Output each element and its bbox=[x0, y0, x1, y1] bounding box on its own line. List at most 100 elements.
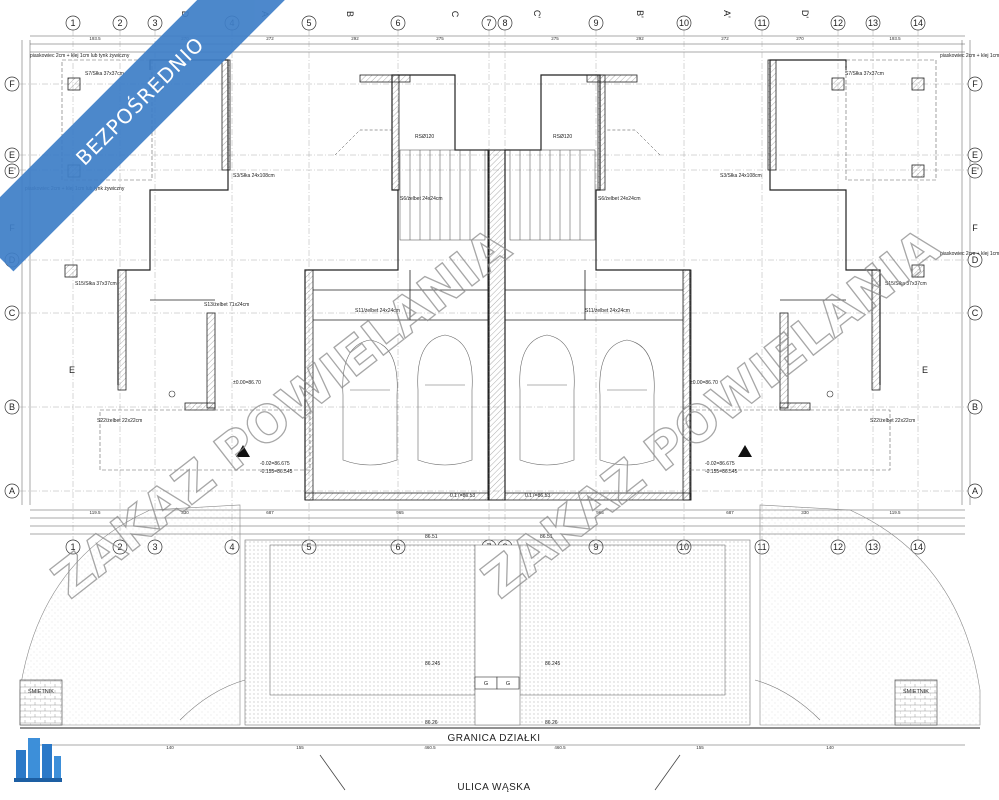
svg-text:2: 2 bbox=[117, 18, 122, 28]
svg-text:C: C bbox=[450, 11, 460, 18]
note-column-s15-left: S15/Słka 37x37cm bbox=[75, 281, 117, 287]
note-rs-right: RSØ120 bbox=[553, 134, 572, 140]
svg-text:6: 6 bbox=[395, 18, 400, 28]
note-column-s6-right: S6/żelbet 24x24cm bbox=[598, 196, 641, 202]
svg-text:F: F bbox=[972, 223, 978, 233]
svg-text:B: B bbox=[345, 11, 355, 17]
staircases bbox=[334, 129, 661, 241]
svg-text:292: 292 bbox=[636, 36, 644, 41]
svg-text:7: 7 bbox=[486, 18, 491, 28]
note-paving-level-left: 86.245 bbox=[425, 661, 441, 667]
gate-label-left: G bbox=[484, 681, 488, 687]
note-zero-right: ±0.00=86.70 bbox=[690, 380, 718, 386]
svg-text:E: E bbox=[9, 150, 15, 160]
svg-text:140: 140 bbox=[166, 745, 174, 750]
note-column-s11-right: S11/żelbet 24x24cm bbox=[585, 308, 630, 314]
garage-cars bbox=[342, 334, 655, 466]
note-threshold-left: 86.51 bbox=[425, 534, 438, 540]
svg-text:272: 272 bbox=[721, 36, 729, 41]
trash-label-right: ŚMIETNIK bbox=[903, 687, 929, 695]
note-zero-left: ±0.00=86.70 bbox=[233, 380, 261, 386]
note-column-s7-right: S7/Słka 37x37cm bbox=[845, 71, 884, 77]
note-level-center-right: 0.17=86.53 bbox=[525, 493, 550, 499]
note-edge-level-right: 86.26 bbox=[545, 720, 558, 726]
svg-text:E: E bbox=[972, 150, 978, 160]
svg-text:14: 14 bbox=[913, 18, 923, 28]
svg-text:C: C bbox=[9, 308, 16, 318]
note-paving-level-right: 86.245 bbox=[545, 661, 561, 667]
svg-text:E: E bbox=[69, 365, 75, 375]
svg-text:460.5: 460.5 bbox=[424, 745, 436, 750]
note-column-s6-left: S6/żelbet 24x24cm bbox=[400, 196, 443, 202]
note-column-s22-left: S22/żelbet 22x22cm bbox=[97, 418, 142, 424]
terrace-outlines bbox=[61, 59, 937, 471]
note-rs-left: RSØ120 bbox=[415, 134, 434, 140]
svg-text:C: C bbox=[972, 308, 979, 318]
svg-text:292: 292 bbox=[351, 36, 359, 41]
svg-text:10: 10 bbox=[679, 18, 689, 28]
svg-text:F: F bbox=[9, 79, 15, 89]
svg-text:460.5: 460.5 bbox=[554, 745, 566, 750]
svg-text:155: 155 bbox=[696, 745, 704, 750]
note-column-s3-right: S3/Słka 24x108cm bbox=[720, 173, 762, 179]
gate-label-right: G bbox=[506, 681, 510, 687]
svg-text:12: 12 bbox=[833, 18, 843, 28]
svg-text:D': D' bbox=[800, 10, 810, 18]
svg-text:F: F bbox=[972, 79, 978, 89]
svg-text:965: 965 bbox=[596, 510, 604, 515]
note-edge-level-left: 86.26 bbox=[425, 720, 438, 726]
note-threshold-right: 86.51 bbox=[540, 534, 553, 540]
entrance-marker-left bbox=[236, 445, 250, 457]
svg-text:140: 140 bbox=[826, 745, 834, 750]
svg-text:193.5: 193.5 bbox=[889, 36, 901, 41]
svg-text:9: 9 bbox=[593, 18, 598, 28]
note-column-s7-left: S7/Słka 37x37cm bbox=[85, 71, 124, 77]
svg-text:A: A bbox=[972, 486, 978, 496]
svg-text:5: 5 bbox=[306, 18, 311, 28]
svg-text:1: 1 bbox=[70, 542, 75, 552]
note-level-right: -0.02=86.675 bbox=[705, 461, 735, 467]
note-render-right-2: piaskowiec 2cm + klej 1cm lub tynk żywic… bbox=[940, 251, 999, 257]
svg-text:B: B bbox=[9, 402, 15, 412]
svg-text:14: 14 bbox=[913, 542, 923, 552]
company-logo bbox=[14, 738, 62, 782]
svg-text:119.5: 119.5 bbox=[890, 510, 901, 515]
trash-label-left: ŚMIETNIK bbox=[28, 687, 54, 695]
svg-text:A': A' bbox=[722, 10, 732, 18]
note-column-s15-right: S15/Słka 37x37cm bbox=[885, 281, 927, 287]
svg-text:E': E' bbox=[8, 166, 16, 176]
svg-text:275: 275 bbox=[551, 36, 559, 41]
svg-text:330: 330 bbox=[181, 510, 189, 515]
svg-text:687: 687 bbox=[726, 510, 734, 515]
note-column-s11-left: S11/żelbet 24x24cm bbox=[355, 308, 400, 314]
svg-text:E': E' bbox=[971, 166, 979, 176]
svg-text:8: 8 bbox=[502, 18, 507, 28]
note-column-s13-left: S13/żelbet 71x24cm bbox=[204, 302, 249, 308]
svg-text:119.5: 119.5 bbox=[90, 510, 101, 515]
svg-text:330: 330 bbox=[801, 510, 809, 515]
svg-text:193.5: 193.5 bbox=[89, 36, 101, 41]
note-column-s22-right: S22/żelbet 22x22cm bbox=[870, 418, 915, 424]
svg-text:965: 965 bbox=[396, 510, 404, 515]
site-paving bbox=[19, 504, 981, 791]
svg-text:687: 687 bbox=[266, 510, 274, 515]
svg-text:11: 11 bbox=[757, 18, 766, 28]
note-render-right: piaskowiec 2cm + klej 1cm lub tynk żywic… bbox=[940, 53, 999, 59]
svg-text:155: 155 bbox=[296, 745, 304, 750]
note-level-right-2: -0.155=86.545 bbox=[705, 469, 738, 475]
svg-text:D: D bbox=[972, 255, 979, 265]
svg-text:A: A bbox=[9, 486, 15, 496]
street-name-label: ULICA WĄSKA bbox=[457, 782, 530, 793]
plot-boundary-label: GRANICA DZIAŁKI bbox=[447, 733, 540, 744]
note-level-center-left: 0.17=86.53 bbox=[450, 493, 475, 499]
svg-text:E: E bbox=[922, 365, 928, 375]
svg-text:C': C' bbox=[532, 10, 542, 18]
svg-text:270: 270 bbox=[796, 36, 804, 41]
svg-text:1: 1 bbox=[70, 18, 75, 28]
svg-text:B: B bbox=[972, 402, 978, 412]
svg-text:3: 3 bbox=[152, 18, 157, 28]
svg-text:13: 13 bbox=[868, 18, 878, 28]
note-column-s3-left: S3/Słka 24x108cm bbox=[233, 173, 275, 179]
svg-text:272: 272 bbox=[266, 36, 274, 41]
